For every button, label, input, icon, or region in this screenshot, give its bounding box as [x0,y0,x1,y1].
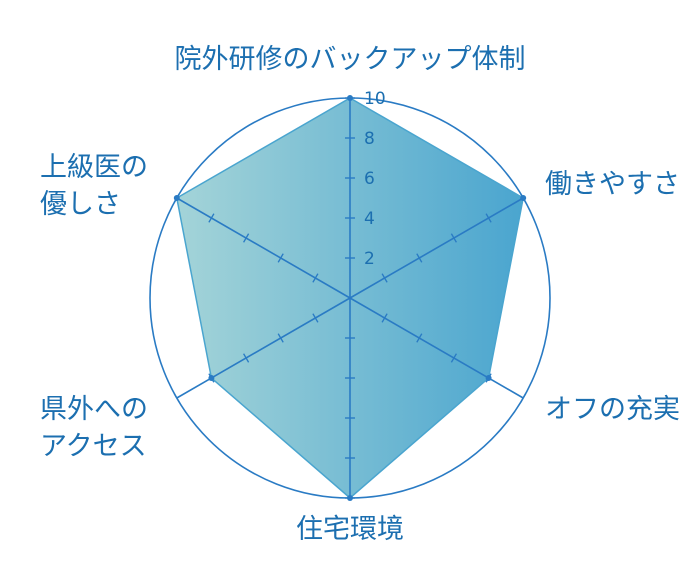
axis-tick [450,233,458,243]
tick-label: 4 [364,209,375,229]
tick-label: 8 [364,129,375,149]
axis-label: 働きやすさ [545,169,680,200]
axis-tick [242,233,250,243]
data-point [208,375,215,381]
data-point [347,95,353,101]
axis-tick [173,393,180,403]
axis-tick [450,353,458,363]
axis-tick [208,213,215,223]
axis-tick [381,273,388,283]
axis-spoke [176,297,351,399]
axis-tick [416,253,423,263]
axis-spoke [349,197,524,299]
axis-tick [416,333,423,343]
axis-label: オフの充実 [545,394,680,425]
tick-label: 6 [364,169,375,189]
axis-label: 県外へのアクセス [40,394,148,462]
tick-label: 10 [364,89,386,109]
axis-spoke [176,197,351,299]
axis-label: 住宅環境 [296,514,404,545]
axis-tick [312,273,319,283]
axis-tick [520,393,527,403]
axis-tick [381,313,388,323]
axis-tick [485,213,492,223]
axis-label: 院外研修のバックアップ体制 [175,44,526,75]
axis-spoke [349,297,524,399]
axis-tick [312,313,319,323]
data-point [485,375,492,381]
axis-tick [277,253,284,263]
axis-tick [242,353,250,363]
data-point [520,195,527,201]
tick-label: 2 [364,249,375,269]
data-point [347,495,353,501]
axis-tick [277,333,284,343]
axis-label: 上級医の優しさ [40,152,148,220]
data-point [173,195,180,201]
